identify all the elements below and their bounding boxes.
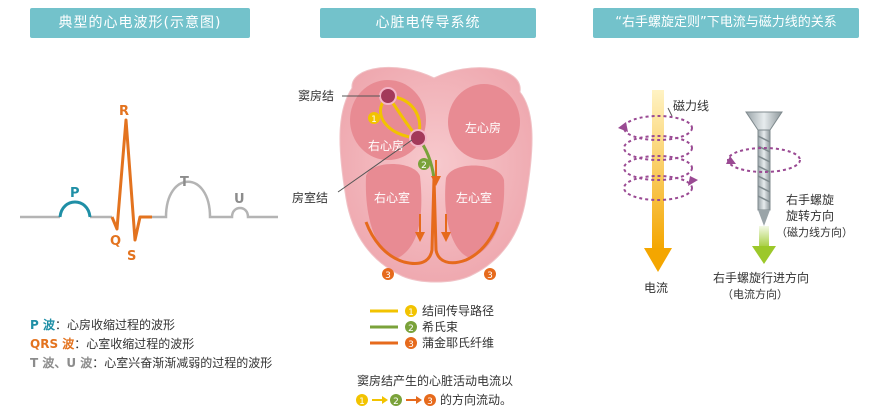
advance-arrow [752,226,776,264]
sinus-node-label: 窦房结 [298,88,334,103]
magnetic-field-loops [623,115,693,201]
svg-text:2: 2 [408,324,414,334]
av-node [409,129,427,147]
rotation-label-3: （磁力线方向） [776,225,853,239]
s-label: S [127,249,136,264]
right-ventricle-label: 右心室 [374,190,410,205]
t-label: T [180,175,189,190]
heart-caption-line2: 的方向流动。 [440,392,512,407]
ecg-waveform [20,118,278,242]
heart-panel-title: 心脏电传导系统 [320,8,536,38]
left-atrium-label: 左心房 [465,120,501,135]
tu-key: T 波、U 波 [30,356,93,370]
q-label: Q [110,234,121,249]
qrs-complex [110,118,152,242]
svg-text:2: 2 [421,161,427,171]
left-ventricle-chamber [445,165,505,258]
t-u-wave [152,180,278,219]
svg-text:3: 3 [427,397,433,407]
svg-text:2: 2 [393,397,399,407]
tu-desc: ：心室兴奋渐渐减弱的过程的波形 [92,356,273,370]
qrs-desc: ：心室收缩过程的波形 [74,337,195,351]
marker-3-right [484,268,496,280]
av-node-label: 房室结 [292,190,328,205]
qrs-key: QRS 波 [30,337,75,351]
legend-purkinje: 蒲金耶氏纤维 [422,335,494,350]
r-label: R [119,104,129,119]
svg-text:3: 3 [385,271,391,281]
ecg-legend-tu: T 波、U 波：心室兴奋渐渐减弱的过程的波形 [30,354,272,371]
u-label: U [234,192,245,207]
legend-internodal: 结间传导路径 [422,303,494,318]
svg-text:3: 3 [408,340,414,350]
ecg-panel-title: 典型的心电波形(示意图) [30,8,250,38]
screw-illustration [745,111,783,226]
left-ventricle-label: 左心室 [456,190,492,205]
rotation-label-1: 右手螺旋 [786,192,834,207]
svg-text:3: 3 [487,271,493,281]
heart-legend: 1 结间传导路径 2 希氏束 3 蒲金耶氏纤维 [370,303,494,350]
heart-diagram [337,66,533,283]
marker-1 [368,112,380,124]
heart-caption-line1: 窦房结产生的心脏活动电流以 [357,373,513,388]
advance-label-2: （电流方向） [722,287,788,301]
flow-sequence: 1 2 3 [356,394,436,407]
legend-his: 希氏束 [422,319,458,334]
current-arrow [644,90,672,272]
ecg-legend-p: P 波：心房收缩过程的波形 [30,316,175,333]
rotation-label-2: 旋转方向 [786,208,834,223]
right-atrium-label: 右心房 [368,138,404,153]
ecg-legend-qrs: QRS 波：心室收缩过程的波形 [30,335,194,352]
right-atrium-chamber [350,80,426,160]
p-wave-key: P 波 [30,318,55,332]
magnetic-lines-label: 磁力线 [673,98,709,113]
left-atrium-chamber [448,84,520,160]
svg-text:1: 1 [371,115,377,125]
svg-text:1: 1 [408,308,414,318]
p-label: P [70,186,80,201]
current-label: 电流 [644,281,668,295]
p-wave [58,200,92,218]
marker-2 [418,158,430,170]
marker-3-left [382,268,394,280]
sinus-node [379,87,397,105]
p-wave-desc: ：心房收缩过程的波形 [54,318,175,332]
advance-label-1: 右手螺旋行进方向 [713,270,809,285]
svg-text:1: 1 [359,397,365,407]
rule-panel-title: “右手螺旋定则”下电流与磁力线的关系 [593,8,859,38]
right-ventricle-chamber [365,164,422,258]
